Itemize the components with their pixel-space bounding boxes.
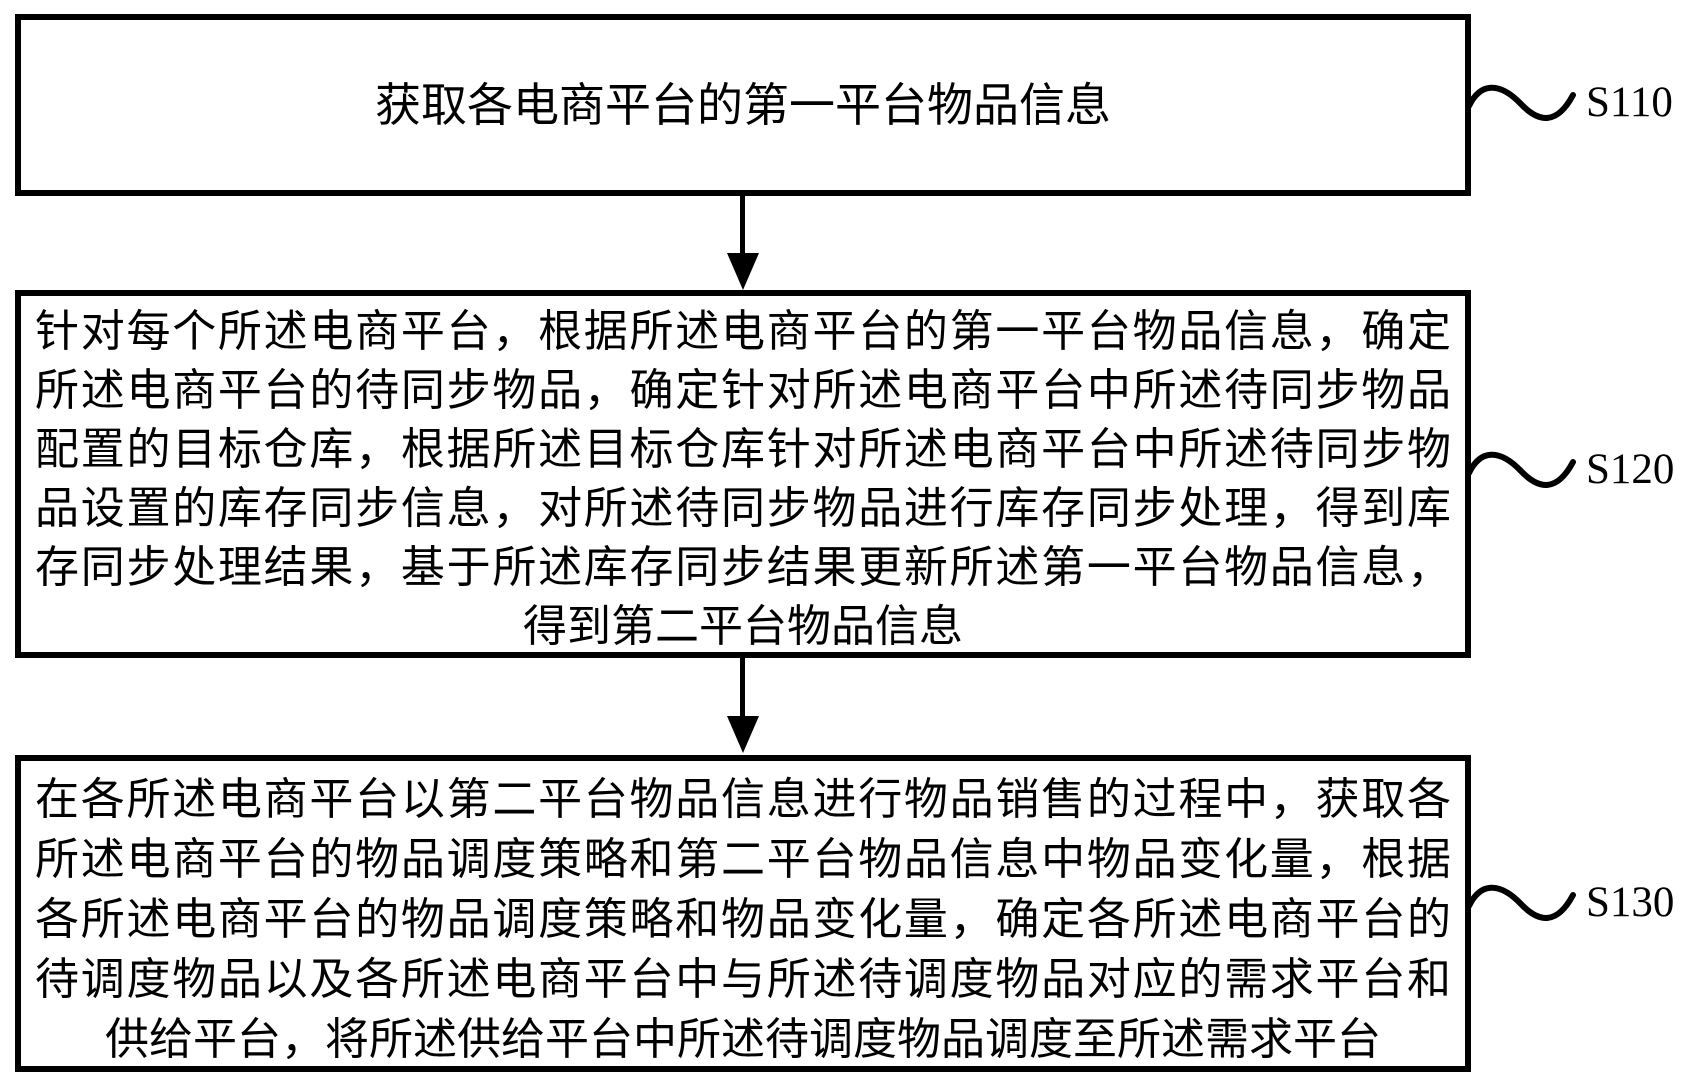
- step-s120-text-line: 所述电商平台的待同步物品，确定针对所述电商平台中所述待同步物品: [35, 366, 1451, 415]
- step-box-s110: 获取各电商平台的第一平台物品信息: [15, 14, 1471, 196]
- flow-arrow-2-head: [727, 716, 759, 753]
- step-s130-text-line: 待调度物品以及各所述电商平台中与所述待调度物品对应的需求平台和: [35, 955, 1451, 1004]
- flow-arrow-1-head: [727, 253, 759, 290]
- step-label-s130: S130: [1586, 879, 1675, 926]
- step-s130-text-line: 供给平台，将所述供给平台中所述待调度物品调度至所述需求平台: [105, 1015, 1381, 1064]
- step-label-s120: S120: [1586, 446, 1675, 493]
- step-s130-text-line: 在各所述电商平台以第二平台物品信息进行物品销售的过程中，获取各: [35, 775, 1451, 824]
- squiggle-connector-icon: [1466, 884, 1576, 921]
- step-s130-text-line: 所述电商平台的物品调度策略和第二平台物品信息中物品变化量，根据: [35, 835, 1451, 884]
- reference-connector-s130: S130: [1466, 877, 1674, 929]
- reference-connector-s120: S120: [1466, 444, 1674, 496]
- step-box-s120: 针对每个所述电商平台，根据所述电商平台的第一平台物品信息，确定 所述电商平台的待…: [15, 290, 1471, 658]
- step-s120-text-line: 得到第二平台物品信息: [523, 602, 963, 651]
- step-s120-text-line: 存同步处理结果，基于所述库存同步结果更新所述第一平台物品信息，: [35, 543, 1451, 592]
- step-s120-text-line: 配置的目标仓库，根据所述目标仓库针对所述电商平台中所述待同步物: [35, 425, 1451, 474]
- squiggle-connector-icon: [1466, 84, 1576, 121]
- step-box-s130: 在各所述电商平台以第二平台物品信息进行物品销售的过程中，获取各 所述电商平台的物…: [15, 755, 1471, 1072]
- step-s120-text-line: 针对每个所述电商平台，根据所述电商平台的第一平台物品信息，确定: [35, 307, 1451, 356]
- flow-arrow-1-shaft: [740, 196, 745, 256]
- step-s130-text-line: 各所述电商平台的物品调度策略和物品变化量，确定各所述电商平台的: [35, 895, 1451, 944]
- step-s120-text-line: 品设置的库存同步信息，对所述待同步物品进行库存同步处理，得到库: [35, 484, 1451, 533]
- reference-connector-s110: S110: [1466, 77, 1673, 129]
- flow-arrow-2-shaft: [740, 658, 745, 718]
- step-label-s110: S110: [1586, 79, 1673, 126]
- step-s110-text: 获取各电商平台的第一平台物品信息: [375, 79, 1111, 131]
- squiggle-connector-icon: [1466, 451, 1576, 488]
